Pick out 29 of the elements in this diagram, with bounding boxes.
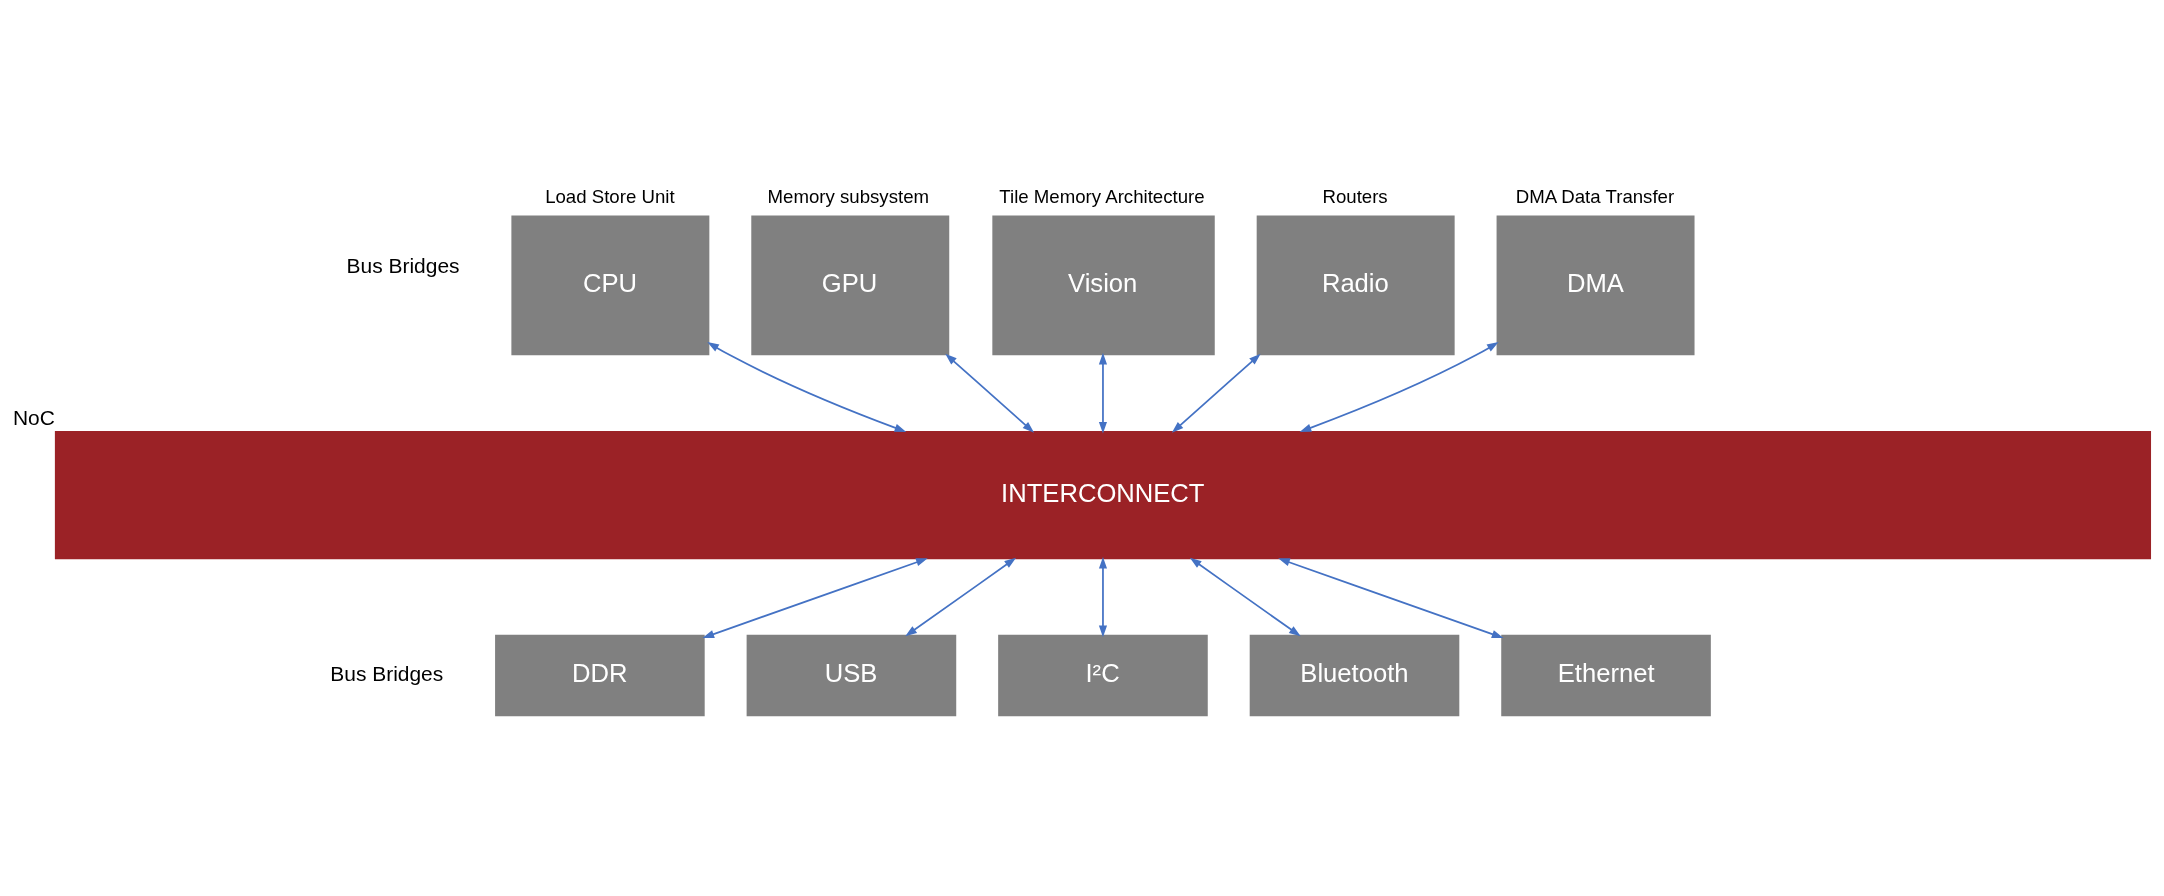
node-box: GPU: [751, 215, 950, 355]
node-box: DDR: [495, 634, 705, 716]
arrow: [1098, 352, 1108, 434]
node-label: Routers: [1322, 185, 1388, 207]
arrow: [945, 353, 1035, 433]
node-label: DMA Data Transfer: [1515, 185, 1675, 207]
node-box: Ethernet: [1501, 634, 1711, 716]
node-box: USB: [746, 634, 957, 716]
node-label: Tile Memory Architecture: [999, 185, 1205, 207]
arrow: [1299, 341, 1499, 432]
node-label: Load Store Unit: [545, 185, 675, 207]
node-box: INTERCONNECT: [54, 430, 2152, 559]
arrow: [905, 557, 1017, 636]
node-box: CPU: [511, 215, 710, 355]
node-label: Memory subsystem: [767, 185, 930, 207]
node-box: DMA: [1496, 215, 1695, 355]
node-label: NoC: [12, 405, 55, 429]
arrow: [702, 557, 928, 638]
node-box: I²C: [998, 634, 1208, 716]
label: Bus Bridges: [346, 253, 460, 277]
arrow: [1189, 557, 1301, 636]
arrow: [1098, 556, 1108, 637]
label: Bus Bridges: [330, 661, 444, 685]
arrow: [1171, 353, 1261, 433]
node-box: Vision: [992, 215, 1215, 355]
arrow: [707, 341, 907, 432]
node-box: Radio: [1256, 215, 1455, 355]
node-box: Bluetooth: [1249, 634, 1460, 716]
arrow: [1278, 557, 1504, 638]
